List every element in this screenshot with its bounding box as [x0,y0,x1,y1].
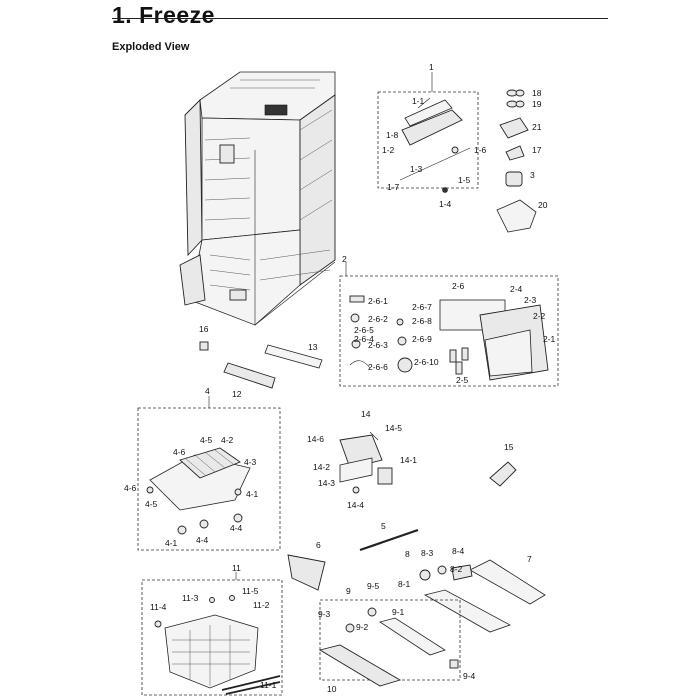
label-4: 4 [205,386,210,396]
label-9-4: 9-4 [463,671,476,681]
label-14: 14 [361,409,371,419]
label-1-4: 1-4 [439,199,452,209]
small-parts-17-21 [496,89,537,233]
label-8-4: 8-4 [452,546,465,556]
label-9-2: 9-2 [356,622,369,632]
label-6: 6 [316,540,321,550]
part-15 [489,461,517,487]
label-8-3: 8-3 [421,548,434,558]
label-2-6-4: 2-6-4 [354,334,374,344]
label-2-6-6: 2-6-6 [368,362,388,372]
label-8: 8 [405,549,410,559]
label-1-1: 1-1 [412,96,425,106]
label-2: 2 [342,254,347,264]
label-1-5: 1-5 [458,175,471,185]
label-14-5: 14-5 [385,423,402,433]
label-11-2: 11-2 [253,600,270,610]
label-17: 17 [532,145,542,155]
label-14-1: 14-1 [400,455,417,465]
label-16: 16 [199,324,209,334]
part-labels: 1 1-1 1-8 1-2 1-6 1-3 1-5 1-7 1-4 18 19 … [124,62,556,694]
label-4-1b: 4-1 [165,538,178,548]
label-2-6-10: 2-6-10 [414,357,439,367]
label-11: 11 [232,563,241,573]
label-2-6-5: 2-6-5 [354,325,374,335]
label-14-2: 14-2 [313,462,330,472]
title-rule [112,18,608,19]
label-15: 15 [504,442,514,452]
label-2-6-8: 2-6-8 [412,316,432,326]
label-10: 10 [327,684,337,694]
label-8-1: 8-1 [398,579,411,589]
label-14-3: 14-3 [318,478,335,488]
part-group-1 [377,72,479,193]
label-2-5: 2-5 [456,375,469,385]
label-2-6-1: 2-6-1 [368,296,388,306]
part-5 [359,528,419,552]
label-4-1: 4-1 [246,489,259,499]
part-group-14 [339,431,393,494]
label-1-3: 1-3 [410,164,423,174]
part-group-9 [318,599,461,687]
label-20: 20 [538,200,548,210]
label-1: 1 [429,62,434,72]
label-1-8: 1-8 [386,130,399,140]
label-18: 18 [532,88,542,98]
label-2-6-7: 2-6-7 [412,302,432,312]
label-4-4b: 4-4 [196,535,209,545]
label-2-6-2: 2-6-2 [368,314,388,324]
label-9-3: 9-3 [318,609,331,619]
section-subtitle: Exploded View [112,41,190,53]
label-2-4: 2-4 [510,284,523,294]
label-2-6-9: 2-6-9 [412,334,432,344]
label-1-2: 1-2 [382,145,395,155]
label-13: 13 [308,342,318,352]
label-11-3: 11-3 [182,593,199,603]
label-5: 5 [381,521,386,531]
label-11-1: 11-1 [260,680,277,690]
label-2-3: 2-3 [524,295,537,305]
label-4-6b: 4-6 [124,483,137,493]
label-2-6: 2-6 [452,281,465,291]
label-21: 21 [532,122,542,132]
label-11-5: 11-5 [242,586,259,596]
label-4-2: 4-2 [221,435,234,445]
label-4-4: 4-4 [230,523,243,533]
label-11-4: 11-4 [150,602,167,612]
freezer-cabinet [179,71,336,326]
label-4-6: 4-6 [173,447,186,457]
label-9-1: 9-1 [392,607,405,617]
part-6 [287,554,326,591]
part-7 [469,559,546,605]
label-3: 3 [530,170,535,180]
label-14-4: 14-4 [347,500,364,510]
part-group-8 [419,564,511,633]
label-2-1: 2-1 [543,334,556,344]
label-9-5: 9-5 [367,581,380,591]
label-1-7: 1-7 [387,182,400,192]
label-8-2: 8-2 [450,564,463,574]
part-group-4-drawer [137,396,281,551]
parts-12-13-16 [199,341,323,389]
part-group-2 [339,262,559,387]
part-group-11 [141,572,283,696]
label-14-6: 14-6 [307,434,324,444]
label-4-5b: 4-5 [145,499,158,509]
label-19: 19 [532,99,542,109]
label-12: 12 [232,389,242,399]
label-9: 9 [346,586,351,596]
label-2-2: 2-2 [533,311,546,321]
label-7: 7 [527,554,532,564]
label-4-3: 4-3 [244,457,257,467]
page-title: 1. Freeze [112,2,215,28]
label-1-6: 1-6 [474,145,487,155]
label-2-6-3: 2-6-3 [368,340,388,350]
label-4-5: 4-5 [200,435,213,445]
